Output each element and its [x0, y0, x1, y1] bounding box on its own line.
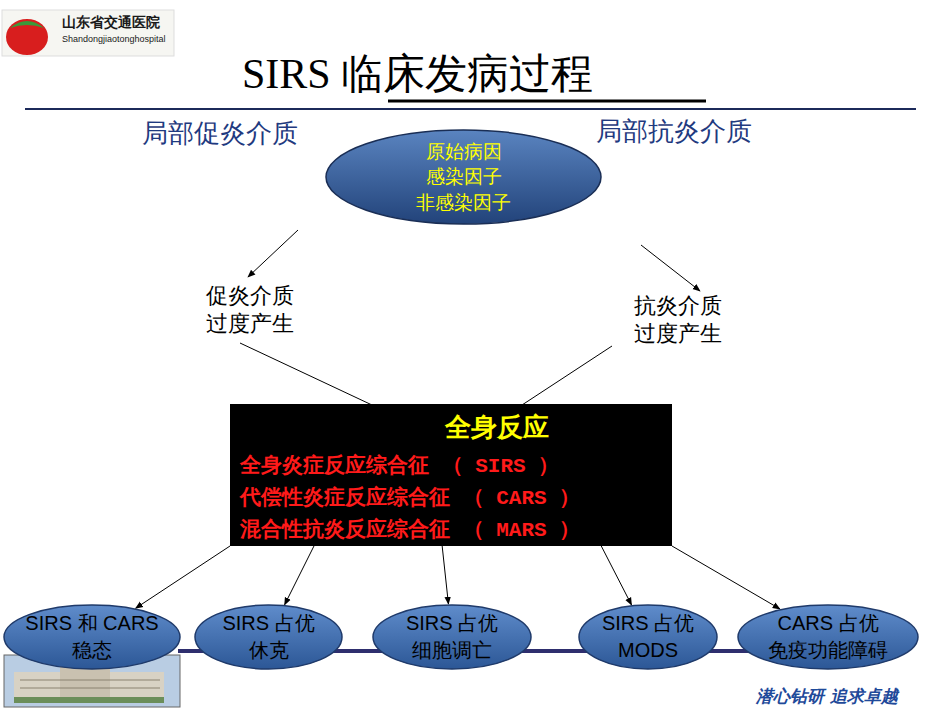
- mediator-note: 促炎介质 过度产生: [206, 282, 306, 337]
- leader-arrow: [641, 245, 700, 291]
- node-text: SIRS 和 CARS 稳态: [4, 610, 180, 664]
- leader-line: [522, 346, 612, 405]
- box-heading: 全身反应: [445, 410, 549, 445]
- node-text: CARS 占优 免疫功能障碍: [740, 610, 916, 664]
- node-text: SIRS 占优 细胞调亡: [396, 610, 508, 664]
- cause-ellipse: 原始病因 感染因子 非感染因子: [325, 129, 602, 225]
- ellipse-shape: [326, 130, 601, 224]
- side-heading: 局部促炎介质: [140, 118, 300, 151]
- side-heading: 局部抗炎介质: [596, 116, 816, 149]
- ellipse-shape: [4, 605, 180, 669]
- title-underline: [388, 100, 706, 103]
- connector-arrow: [136, 546, 230, 608]
- node-text: 原始病因 感染因子 非感染因子: [408, 139, 520, 216]
- outcome-ellipse: SIRS 占优 细胞调亡: [372, 604, 532, 670]
- outcome-ellipse: SIRS 占优 休克: [194, 604, 343, 670]
- logo-frame: [2, 10, 174, 56]
- leader-arrow: [248, 230, 298, 277]
- response-box: 全身反应全身炎症反应综合征 （ SIRS ）代偿性炎症反应综合征 （ CARS …: [230, 404, 672, 546]
- node-text: SIRS 占优 MODS: [592, 610, 704, 664]
- slogan: 潜心钻研 追求卓越: [756, 686, 946, 707]
- slide-title: SIRS 临床发病过程: [242, 46, 593, 102]
- ellipse-shape: [738, 605, 918, 669]
- connector-arrow: [672, 546, 780, 609]
- header-rule: [25, 108, 916, 110]
- connector-arrow: [601, 546, 631, 605]
- ellipse-shape: [195, 605, 342, 669]
- logo-apple: [6, 19, 48, 55]
- mediator-note: 抗炎介质 过度产生: [634, 292, 734, 347]
- outcome-ellipse: CARS 占优 免疫功能障碍: [737, 604, 919, 670]
- logo-name: 山东省交通医院: [62, 14, 172, 32]
- syndrome-line: 混合性抗炎反应综合征 （ MARS ）: [240, 515, 580, 547]
- leader-line: [240, 343, 372, 405]
- syndrome-line: 代偿性炎症反应综合征 （ CARS ）: [240, 483, 580, 515]
- outcome-ellipse: SIRS 占优 MODS: [578, 604, 718, 670]
- connector-arrow: [442, 546, 448, 604]
- node-text: SIRS 占优 休克: [213, 610, 325, 664]
- ellipse-shape: [373, 605, 531, 669]
- connector-arrow: [285, 546, 314, 605]
- logo-leaf: [10, 21, 44, 28]
- ellipse-shape: [579, 605, 717, 669]
- logo-subtitle: Shandongjiaotonghospital: [62, 34, 174, 45]
- syndrome-line: 全身炎症反应综合征 （ SIRS ）: [240, 451, 559, 483]
- outcome-ellipse: SIRS 和 CARS 稳态: [3, 604, 181, 670]
